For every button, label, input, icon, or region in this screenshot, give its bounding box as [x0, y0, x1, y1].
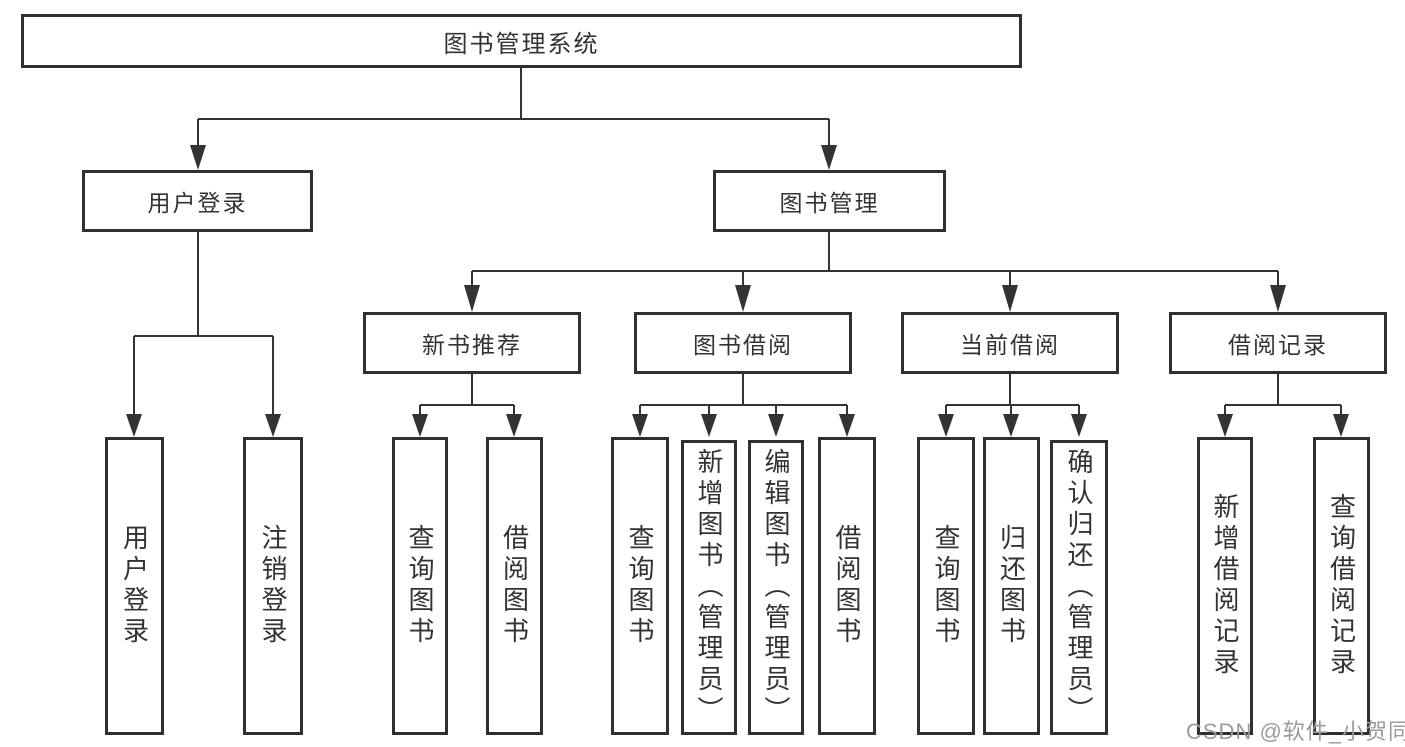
node-label: 新增图书（管理员） [694, 448, 724, 727]
leaf-add-book-admin: 新增图书（管理员） [681, 440, 737, 735]
node-book-borrow: 图书借阅 [634, 312, 852, 374]
node-new-book-recommend: 新书推荐 [363, 312, 581, 374]
node-label: 借阅图书 [832, 524, 862, 648]
node-label: 图书管理 [779, 190, 880, 216]
leaf-query-borrow-record: 查询借阅记录 [1313, 437, 1370, 735]
node-label: 新书推荐 [422, 332, 522, 358]
node-current-borrow: 当前借阅 [901, 312, 1119, 374]
node-label: 编辑图书（管理员） [761, 448, 791, 727]
node-user-login: 用户登录 [82, 170, 313, 232]
leaf-borrow-query-books: 查询图书 [611, 437, 669, 735]
node-label: 归还图书 [996, 524, 1027, 648]
node-label: 注销登录 [258, 524, 288, 648]
node-label: 查询图书 [405, 524, 435, 648]
node-root: 图书管理系统 [21, 14, 1022, 68]
node-label: 图书借阅 [693, 332, 793, 358]
node-label: 借阅记录 [1228, 332, 1328, 358]
node-label: 查询借阅记录 [1326, 493, 1357, 679]
node-borrow-records: 借阅记录 [1169, 312, 1387, 374]
node-label: 图书管理系统 [443, 30, 600, 58]
leaf-logout: 注销登录 [243, 437, 303, 735]
leaf-current-query-books: 查询图书 [917, 437, 975, 735]
leaf-rec-borrow-books: 借阅图书 [486, 437, 543, 735]
node-label: 查询图书 [625, 524, 655, 648]
leaf-add-borrow-record: 新增借阅记录 [1197, 437, 1253, 735]
node-label: 新增借阅记录 [1210, 493, 1240, 679]
leaf-confirm-return-admin: 确认归还（管理员） [1050, 440, 1108, 735]
leaf-return-books: 归还图书 [983, 437, 1040, 735]
node-label: 借阅图书 [499, 524, 530, 648]
node-label: 查询图书 [931, 524, 961, 648]
node-label: 用户登录 [147, 190, 248, 216]
watermark: CSDN @软件_小贺同学 [1186, 719, 1405, 744]
leaf-edit-book-admin: 编辑图书（管理员） [748, 440, 804, 735]
node-label: 确认归还（管理员） [1064, 448, 1094, 727]
leaf-borrow-books: 借阅图书 [818, 437, 876, 735]
node-book-management: 图书管理 [713, 170, 946, 232]
node-label: 当前借阅 [960, 332, 1060, 358]
leaf-rec-query-books: 查询图书 [392, 437, 448, 735]
leaf-user-login: 用户登录 [105, 437, 164, 735]
node-label: 用户登录 [119, 524, 150, 648]
